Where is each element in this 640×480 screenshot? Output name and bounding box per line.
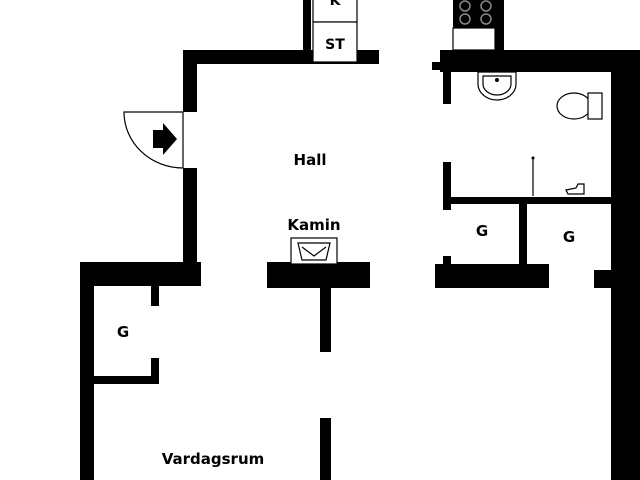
wall-living-divider [320,418,331,480]
fireplace-icon [290,237,338,265]
kitchen-label-fridge: K [330,0,342,9]
door-swing [123,111,184,169]
wall-living-north [80,262,201,286]
wall-closet-top-stub [151,286,159,306]
entrance-arrow-icon [153,123,177,155]
wall-closet-side [151,358,159,384]
stove-counter [452,27,496,51]
wall-fireplace-support [320,288,331,352]
room-label-kamin: Kamin [287,216,340,234]
wall-hall-west-lower [183,168,197,268]
wall-top-right [440,50,640,72]
wall-closets-south-right [594,270,640,288]
wall-closets-south [435,264,549,288]
wall-top-stub [432,62,444,70]
room-label-storage-bath-1: G [476,222,488,240]
wall-closet-bottom [94,376,159,384]
wall-living-west [80,262,94,480]
room-label-storage-bath-2: G [563,228,575,246]
entrance-door [123,111,184,169]
walls [80,0,640,480]
sink-icon [477,71,517,101]
shower-icon [531,156,585,196]
room-label-vardagsrum: Vardagsrum [162,450,265,468]
room-label-storage-left: G [117,323,129,341]
toilet-icon [556,92,603,120]
kitchen-label-storage: ST [325,37,345,53]
stove-icon [453,0,499,28]
wall-closet-divider [519,200,527,270]
room-label-hall: Hall [294,151,327,169]
wall-bath-west-mid [443,162,451,210]
storage-cabinet [312,21,358,63]
wall-bath-south [443,197,615,204]
wall-closet-west-stub [443,256,451,270]
wall-kitchen-left [303,0,311,50]
wall-fireplace [267,262,370,288]
wall-bath-west-upper [443,66,451,104]
wall-hall-west-upper [183,50,197,112]
wall-kitchen-right [495,0,504,52]
kitchen-cabinets [312,0,499,63]
